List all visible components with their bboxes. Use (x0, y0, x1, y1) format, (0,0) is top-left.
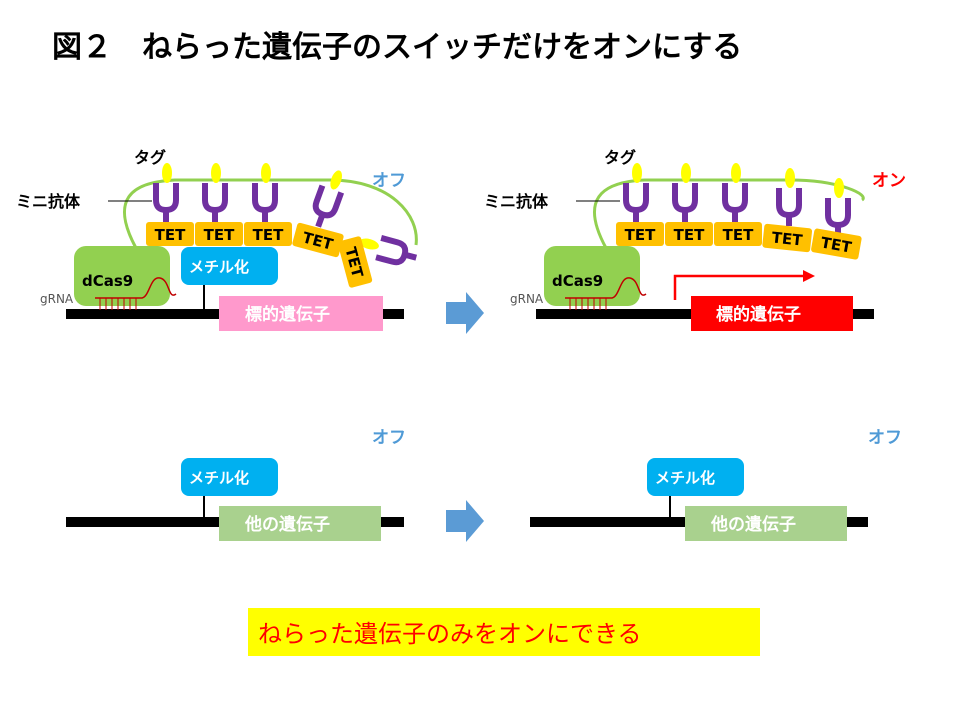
antibody-icon (202, 183, 228, 222)
tet-label: TET (155, 226, 186, 244)
tet-box (195, 222, 243, 246)
grna-strand (565, 277, 647, 299)
tet-box (714, 222, 762, 246)
antibody-icon (375, 235, 418, 266)
antibody-icon (153, 183, 179, 222)
tet-box (244, 222, 292, 246)
tet-box (292, 222, 344, 258)
tag-icon (162, 163, 172, 183)
antibody-icon (252, 183, 278, 222)
antibody-icon (776, 188, 802, 226)
tag-icon (731, 163, 741, 183)
tet-label: TET (771, 228, 804, 249)
methylation-box (181, 247, 278, 285)
grna-label: gRNA (40, 292, 74, 306)
other-gene-box (219, 506, 381, 541)
tet-label: TET (204, 226, 235, 244)
target-gene-box-on (691, 296, 853, 331)
grna-ticks (99, 298, 137, 310)
tet-group: TET TET TET TET TET (616, 222, 862, 260)
tag-icon (261, 163, 271, 183)
panel-top-right: dCas9 gRNA 標的遺伝子 TET (484, 148, 906, 331)
scaffold-line (123, 178, 418, 249)
tet-label: TET (723, 226, 754, 244)
antibody-icon (623, 183, 649, 222)
tet-label: TET (253, 226, 284, 244)
tet-label: TET (674, 226, 705, 244)
conclusion-text: ねらった遺伝子のみをオンにできる (258, 620, 642, 648)
status-on-label: オン (872, 171, 906, 191)
target-gene-label: 標的遺伝子 (245, 304, 330, 325)
grna-ticks (569, 298, 607, 310)
methylation-label: メチル化 (655, 469, 715, 487)
tag-label: タグ (134, 148, 166, 167)
antibody-icon (672, 183, 698, 222)
antibody-group (153, 163, 418, 266)
dcas9-label: dCas9 (552, 272, 603, 290)
methylation-label: メチル化 (189, 258, 249, 276)
other-gene-label: 他の遺伝子 (710, 514, 796, 535)
antibody-icon (722, 183, 748, 222)
tet-label: TET (819, 233, 853, 256)
tag-icon (632, 163, 642, 183)
grna-label: gRNA (510, 292, 544, 306)
tet-box (337, 236, 373, 288)
tag-icon (681, 163, 691, 183)
other-gene-label: 他の遺伝子 (244, 514, 330, 535)
transcription-arrow-icon (673, 274, 805, 300)
tet-box (811, 228, 862, 260)
tet-group: TET TET TET TET TET (146, 222, 373, 288)
tag-icon (211, 163, 221, 183)
arrow-right-icon (446, 500, 484, 542)
panel-top-left: dCas9 gRNA メチル化 標的遺伝子 (16, 148, 418, 331)
tag-icon (359, 238, 379, 250)
grna-strand (95, 277, 177, 299)
tet-box (762, 223, 813, 253)
methylation-label: メチル化 (189, 469, 249, 487)
antibody-icon (825, 198, 851, 234)
tag-icon (834, 178, 844, 198)
status-off-label: オフ (372, 171, 406, 191)
tag-icon (785, 168, 795, 188)
panel-bottom-left: メチル化 他の遺伝子 オフ (66, 428, 406, 541)
mini-antibody-label: ミニ抗体 (16, 192, 81, 211)
dcas9-box (544, 246, 640, 306)
target-gene-label: 標的遺伝子 (716, 304, 801, 325)
tet-box (146, 222, 194, 246)
scaffold-line (593, 178, 865, 249)
methylation-box (181, 458, 278, 496)
figure-title: 図２ ねらった遺伝子のスイッチだけをオンにする (52, 30, 742, 65)
dcas9-box (74, 246, 170, 306)
tet-box (616, 222, 664, 246)
transcription-arrowhead-icon (803, 270, 815, 282)
status-off-label: オフ (372, 428, 406, 448)
dcas9-label: dCas9 (82, 272, 133, 290)
tet-box (665, 222, 713, 246)
other-gene-box (685, 506, 847, 541)
status-off-label: オフ (868, 428, 902, 448)
panel-bottom-right: メチル化 他の遺伝子 オフ (530, 428, 902, 541)
tag-label: タグ (604, 148, 636, 167)
methylation-box (647, 458, 744, 496)
target-gene-box-off (219, 296, 383, 331)
antibody-icon (312, 184, 345, 228)
tet-label: TET (625, 226, 656, 244)
conclusion-box (248, 608, 760, 656)
arrow-right-icon (446, 292, 484, 334)
tag-icon (330, 170, 342, 190)
mini-antibody-label: ミニ抗体 (484, 192, 549, 211)
